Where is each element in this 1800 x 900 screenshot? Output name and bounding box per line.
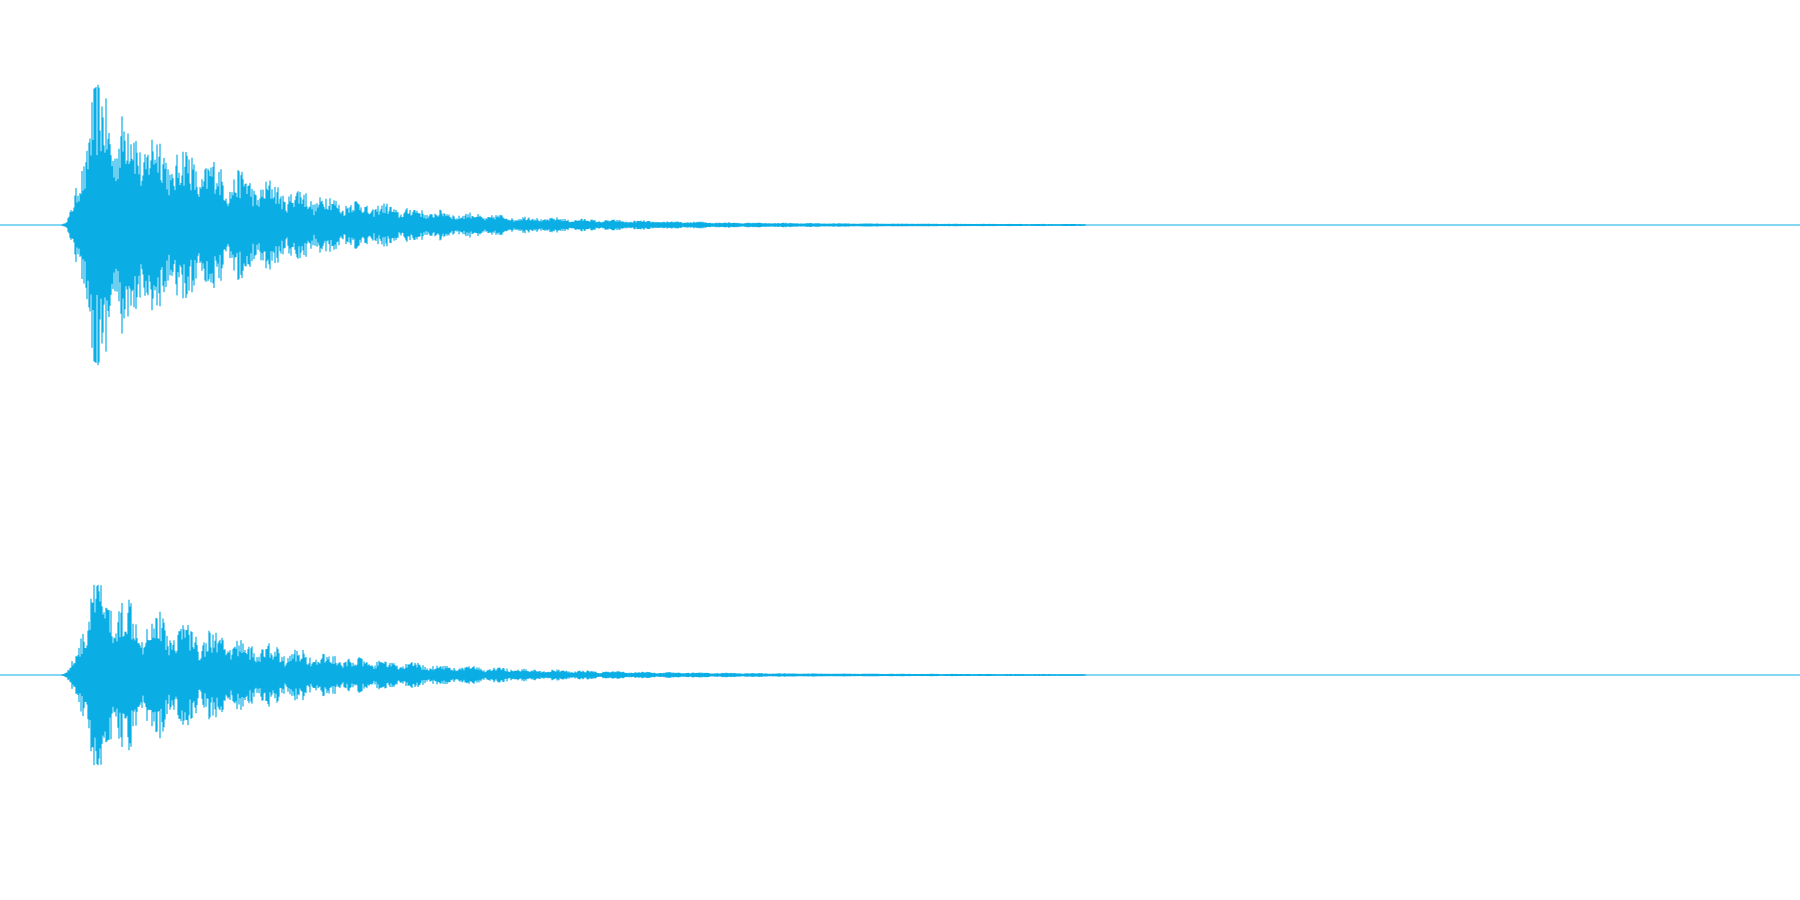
channel-1-waveform: [0, 84, 1800, 366]
channel-2-waveform: [0, 584, 1800, 766]
channel-1-envelope: [61, 84, 1086, 366]
channel-2-envelope: [61, 584, 1086, 766]
